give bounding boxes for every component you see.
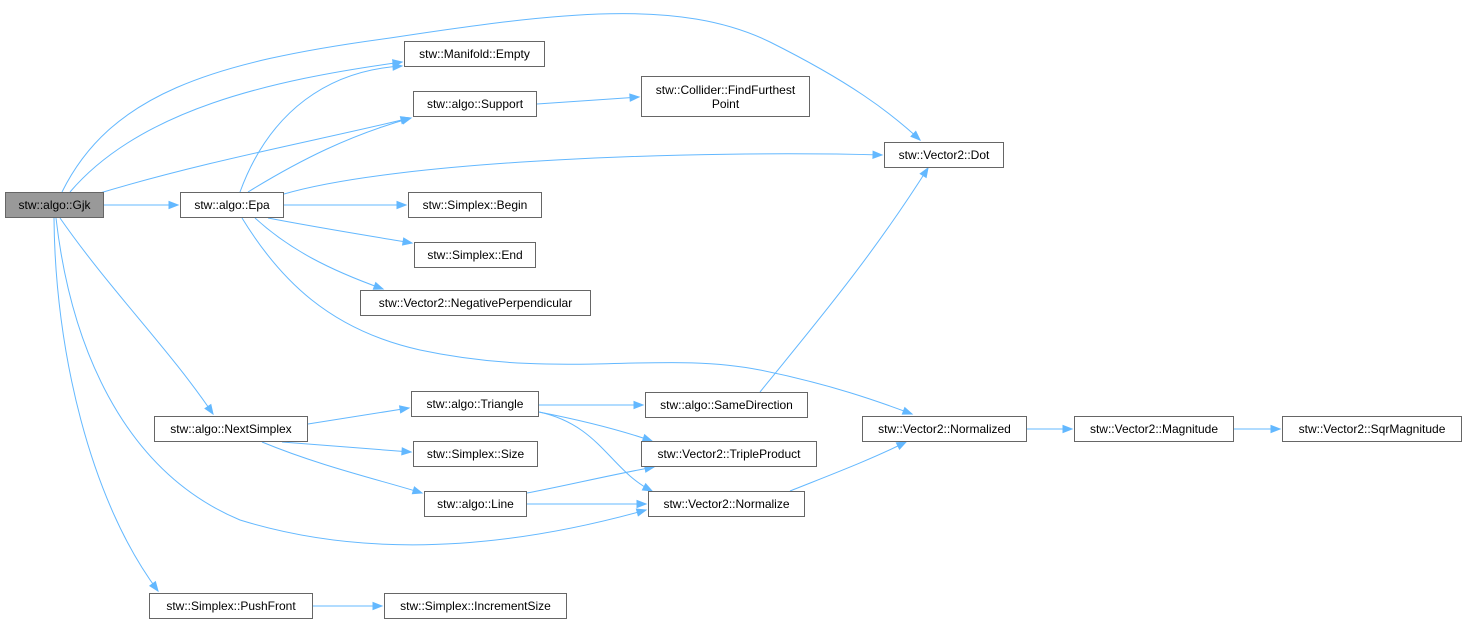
edge-algo-epa-to-algo-support (247, 117, 412, 193)
edge-algo-support-to-collider-find-arrowhead (629, 93, 641, 102)
node-label: stw::Simplex::PushFront (166, 599, 296, 613)
edge-vector2-normalized-to-vector2-magnitude-arrowhead (1062, 424, 1074, 434)
edge-gjk-to-algo-epa-arrowhead (168, 200, 180, 210)
node-algo-line[interactable]: stw::algo::Line (424, 491, 527, 517)
edge-algo-nextsimplex-to-simplex-size (281, 441, 412, 453)
edge-gjk-to-vector2-normalize (55, 217, 647, 546)
edge-gjk-to-manifold-empty (69, 61, 403, 193)
edge-algo-nextsimplex-to-algo-line (261, 441, 423, 494)
edge-algo-nextsimplex-to-simplex-size-arrowhead (401, 447, 413, 456)
node-label: stw::Manifold::Empty (419, 47, 530, 61)
edge-algo-epa-to-vector2-negperp-arrowhead (372, 281, 385, 290)
node-label: stw::algo::Gjk (18, 198, 91, 212)
edge-algo-nextsimplex-to-algo-triangle (307, 407, 410, 425)
node-algo-samedirection[interactable]: stw::algo::SameDirection (645, 392, 808, 418)
node-algo-gjk: stw::algo::Gjk (5, 192, 104, 218)
node-label: stw::algo::Line (437, 497, 514, 511)
node-label: stw::Vector2::Magnitude (1089, 422, 1219, 436)
edge-gjk-to-simplex-pushfront-arrowhead (148, 580, 159, 593)
edge-algo-epa-to-vector2-normalized (241, 217, 913, 415)
edge-algo-nextsimplex-to-algo-line-arrowhead (411, 486, 424, 495)
node-label: stw::Vector2::TripleProduct (657, 447, 801, 461)
node-vector2-normalize[interactable]: stw::Vector2::Normalize (648, 491, 805, 517)
node-label: stw::Vector2::SqrMagnitude (1298, 422, 1446, 436)
edge-algo-epa-to-vector2-negperp (254, 217, 384, 290)
node-algo-nextsimplex[interactable]: stw::algo::NextSimplex (154, 416, 308, 442)
node-vector2-tripleproduct[interactable]: stw::Vector2::TripleProduct (641, 441, 817, 467)
node-label: stw::Simplex::Begin (422, 198, 528, 212)
node-label: stw::Vector2::Dot (898, 148, 990, 162)
edge-algo-line-to-vector2-normalize-arrowhead (636, 499, 648, 509)
edge-algo-epa-to-simplex-end (267, 217, 413, 244)
edge-algo-support-to-collider-find (536, 96, 640, 105)
node-label: stw::Vector2::Normalize (663, 497, 790, 511)
node-algo-support[interactable]: stw::algo::Support (413, 91, 537, 117)
edge-gjk-to-simplex-pushfront (53, 217, 159, 592)
node-label: stw::algo::Epa (194, 198, 270, 212)
node-collider-findfurthestpoint[interactable]: stw::Collider::FindFurthest Point (641, 76, 810, 117)
edge-vector2-normalize-to-vector2-normalized (789, 441, 907, 492)
edge-simplex-pushfront-to-simplex-incrementsize-arrowhead (372, 601, 384, 611)
edge-algo-epa-to-manifold-empty-arrowhead (392, 62, 404, 71)
edge-algo-epa-to-vector2-normalized-arrowhead (901, 406, 914, 415)
node-vector2-magnitude[interactable]: stw::Vector2::Magnitude (1074, 416, 1234, 442)
edge-vector2-normalize-to-vector2-normalized-arrowhead (895, 441, 908, 451)
node-label: stw::algo::Support (426, 97, 524, 111)
node-label: stw::algo::Triangle (426, 397, 524, 411)
node-simplex-end[interactable]: stw::Simplex::End (414, 242, 536, 268)
edge-gjk-to-algo-nextsimplex (59, 217, 214, 415)
edge-gjk-to-algo-nextsimplex-arrowhead (204, 403, 214, 416)
edge-algo-epa-to-algo-support-arrowhead (400, 116, 413, 125)
node-simplex-begin[interactable]: stw::Simplex::Begin (408, 192, 542, 218)
edge-algo-epa-to-vector2-dot (283, 153, 883, 195)
edge-gjk-to-vector2-dot (61, 13, 921, 193)
node-algo-triangle[interactable]: stw::algo::Triangle (411, 391, 539, 417)
edge-gjk-to-algo-support (99, 117, 411, 194)
node-simplex-size[interactable]: stw::Simplex::Size (413, 441, 538, 467)
edge-algo-triangle-to-vector2-normalize-arrowhead (641, 482, 654, 492)
edge-algo-samedirection-to-vector2-dot (759, 167, 929, 393)
node-label: stw::Vector2::Normalized (878, 422, 1011, 436)
node-vector2-normalized[interactable]: stw::Vector2::Normalized (862, 416, 1027, 442)
edge-algo-samedirection-to-vector2-dot-arrowhead (919, 166, 929, 179)
edge-gjk-to-vector2-normalize-arrowhead (635, 508, 648, 517)
node-vector2-negativeperpendicular[interactable]: stw::Vector2::NegativePerpendicular (360, 290, 591, 316)
node-label: stw::algo::NextSimplex (170, 422, 292, 436)
edge-algo-triangle-to-algo-samedirection-arrowhead (633, 400, 645, 410)
edge-algo-epa-to-simplex-begin-arrowhead (396, 200, 408, 210)
edge-algo-epa-to-manifold-empty (239, 65, 403, 193)
edge-algo-nextsimplex-to-algo-triangle-arrowhead (398, 405, 411, 414)
node-vector2-dot[interactable]: stw::Vector2::Dot (884, 142, 1004, 168)
node-label: stw::Simplex::IncrementSize (400, 599, 551, 613)
node-algo-epa[interactable]: stw::algo::Epa (180, 192, 284, 218)
node-simplex-incrementsize[interactable]: stw::Simplex::IncrementSize (384, 593, 567, 619)
node-label: stw::Collider::FindFurthest Point (655, 82, 796, 111)
edge-algo-epa-to-simplex-end-arrowhead (401, 237, 414, 246)
node-simplex-pushfront[interactable]: stw::Simplex::PushFront (149, 593, 313, 619)
node-label: stw::Simplex::Size (426, 447, 525, 461)
node-vector2-sqrmagnitude[interactable]: stw::Vector2::SqrMagnitude (1282, 416, 1462, 442)
node-label: stw::Simplex::End (427, 248, 523, 262)
edge-algo-epa-to-vector2-dot-arrowhead (872, 150, 884, 159)
edge-algo-triangle-to-vector2-tripleproduct (538, 411, 653, 442)
edge-gjk-to-vector2-dot-arrowhead (910, 130, 922, 141)
edge-algo-triangle-to-vector2-normalize (538, 411, 653, 492)
node-label: stw::Vector2::NegativePerpendicular (378, 296, 573, 310)
edge-vector2-magnitude-to-vector2-sqrmagnitude-arrowhead (1270, 424, 1282, 434)
edge-algo-line-to-vector2-tripleproduct (526, 466, 655, 494)
node-manifold-empty[interactable]: stw::Manifold::Empty (404, 41, 545, 67)
node-label: stw::algo::SameDirection (660, 398, 793, 412)
